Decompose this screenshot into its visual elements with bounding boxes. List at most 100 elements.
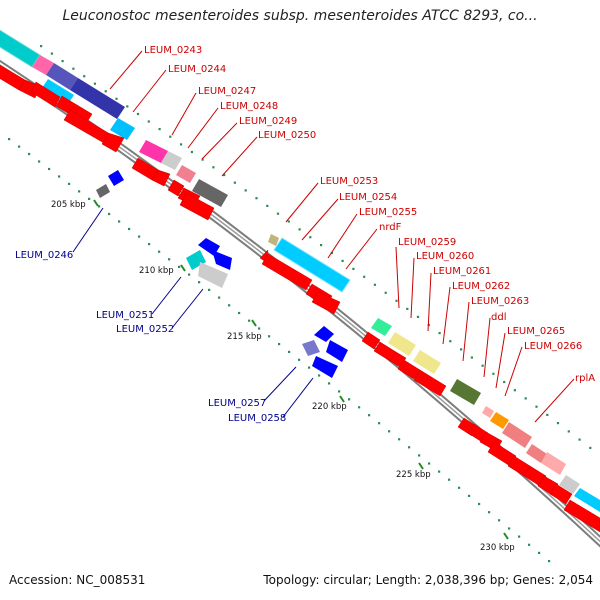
minor-tick-inner xyxy=(128,227,131,231)
minor-tick-inner xyxy=(328,382,331,385)
minor-tick-outer xyxy=(255,197,258,200)
minor-tick-outer xyxy=(406,307,409,310)
gene-label-leum-0250[interactable]: LEUM_0250 xyxy=(258,130,316,141)
minor-tick-inner xyxy=(338,390,341,393)
minor-tick-inner xyxy=(498,519,501,522)
minor-tick-inner xyxy=(388,430,391,433)
gene-label-leum-0251[interactable]: LEUM_0251 xyxy=(96,310,154,321)
minor-tick-inner xyxy=(78,190,81,193)
minor-tick-inner xyxy=(108,212,111,216)
minor-tick-inner xyxy=(228,304,231,307)
minor-tick-inner xyxy=(518,535,521,538)
minor-tick-outer xyxy=(481,364,484,367)
minor-tick-inner xyxy=(18,145,21,148)
gene-label-leum-0246[interactable]: LEUM_0246 xyxy=(15,250,73,261)
minor-tick-outer xyxy=(503,380,506,384)
minor-tick-inner xyxy=(448,478,451,481)
gene-label-leum-0258[interactable]: LEUM_0258 xyxy=(228,413,286,424)
minor-tick-outer xyxy=(147,120,150,123)
kbp-label-205: 205 kbp xyxy=(51,200,86,210)
minor-tick-inner xyxy=(398,438,401,441)
minor-tick-outer xyxy=(201,158,204,161)
minor-tick-inner xyxy=(468,494,471,497)
minor-tick-inner xyxy=(98,205,101,208)
gene-label-leum-0248[interactable]: LEUM_0248 xyxy=(220,101,278,112)
minor-tick-outer xyxy=(104,90,107,93)
minor-tick-outer xyxy=(50,52,53,55)
minor-tick-inner xyxy=(478,502,481,506)
minor-tick-inner xyxy=(528,543,531,546)
gene-label-leum-0261[interactable]: LEUM_0261 xyxy=(433,266,491,277)
minor-tick-inner xyxy=(168,258,171,261)
gene-label-leum-0255[interactable]: LEUM_0255 xyxy=(359,207,417,218)
gene-label-ddl[interactable]: ddl xyxy=(491,312,506,323)
minor-tick-outer xyxy=(320,244,323,247)
gene-label-leum-0243[interactable]: LEUM_0243 xyxy=(144,45,202,56)
minor-tick-outer xyxy=(395,299,398,302)
gene-label-leum-0249[interactable]: LEUM_0249 xyxy=(239,116,297,127)
minor-tick-inner xyxy=(268,335,271,338)
minor-tick-inner xyxy=(48,167,51,171)
gene-label-leum-0259[interactable]: LEUM_0259 xyxy=(398,237,456,248)
minor-tick-inner xyxy=(538,551,541,554)
kbp-label-220: 220 kbp xyxy=(312,402,347,412)
minor-tick-outer xyxy=(535,405,538,408)
minor-tick-outer xyxy=(190,150,193,154)
minor-tick-outer xyxy=(373,283,376,286)
gene-label-leum-0266[interactable]: LEUM_0266 xyxy=(524,341,582,352)
forward-label-leaders xyxy=(109,50,575,423)
minor-tick-inner xyxy=(308,366,311,369)
minor-tick-outer xyxy=(126,105,129,108)
minor-tick-inner xyxy=(348,398,351,401)
reverse-label-leaders xyxy=(72,207,314,418)
minor-tick-outer xyxy=(546,413,549,416)
minor-tick-inner xyxy=(258,327,261,330)
gene-label-leum-0254[interactable]: LEUM_0254 xyxy=(339,192,397,203)
minor-tick-inner xyxy=(28,152,31,156)
gene-label-rpla[interactable]: rplA xyxy=(575,373,595,384)
gene-label-leum-0265[interactable]: LEUM_0265 xyxy=(507,326,565,337)
minor-tick-outer xyxy=(524,397,527,400)
minor-tick-inner xyxy=(428,462,431,465)
minor-tick-inner xyxy=(218,296,221,299)
kbp-label-215: 215 kbp xyxy=(227,332,262,342)
gene-label-leum-0247[interactable]: LEUM_0247 xyxy=(198,86,256,97)
gene-label-leum-0244[interactable]: LEUM_0244 xyxy=(168,64,226,75)
minor-tick-inner xyxy=(118,220,121,223)
gene-label-nrdf[interactable]: nrdF xyxy=(379,222,402,233)
minor-tick-inner xyxy=(368,414,371,417)
minor-tick-inner xyxy=(138,235,141,238)
minor-tick-outer xyxy=(287,220,290,223)
minor-tick-outer xyxy=(233,181,236,184)
minor-tick-outer xyxy=(180,143,183,146)
kbp-label-210: 210 kbp xyxy=(139,266,174,276)
cds-arrows-reverse xyxy=(96,170,348,378)
minor-tick-inner xyxy=(208,288,211,291)
minor-tick-outer xyxy=(115,97,118,100)
minor-tick-inner xyxy=(38,160,41,163)
gene-label-leum-0252[interactable]: LEUM_0252 xyxy=(116,324,174,335)
minor-tick-inner xyxy=(408,446,411,449)
minor-tick-outer xyxy=(460,348,463,351)
gene-label-leum-0257[interactable]: LEUM_0257 xyxy=(208,398,266,409)
minor-tick-inner xyxy=(178,265,181,268)
gene-label-leum-0262[interactable]: LEUM_0262 xyxy=(452,281,510,292)
minor-tick-outer xyxy=(438,332,441,335)
minor-tick-outer xyxy=(72,67,75,70)
minor-tick-inner xyxy=(508,527,511,530)
minor-tick-outer xyxy=(298,228,301,231)
minor-tick-inner xyxy=(548,560,551,563)
minor-tick-outer xyxy=(578,438,581,441)
gene-label-leum-0253[interactable]: LEUM_0253 xyxy=(320,176,378,187)
minor-tick-outer xyxy=(276,212,280,215)
minor-tick-outer xyxy=(556,422,560,425)
minor-tick-outer xyxy=(169,135,172,138)
minor-tick-inner xyxy=(68,182,71,185)
gene-label-leum-0260[interactable]: LEUM_0260 xyxy=(416,251,474,262)
minor-tick-outer xyxy=(363,275,366,278)
minor-tick-inner xyxy=(8,138,11,141)
minor-tick-outer xyxy=(61,60,64,63)
gene-label-leum-0263[interactable]: LEUM_0263 xyxy=(471,296,529,307)
minor-tick-inner xyxy=(288,350,291,353)
